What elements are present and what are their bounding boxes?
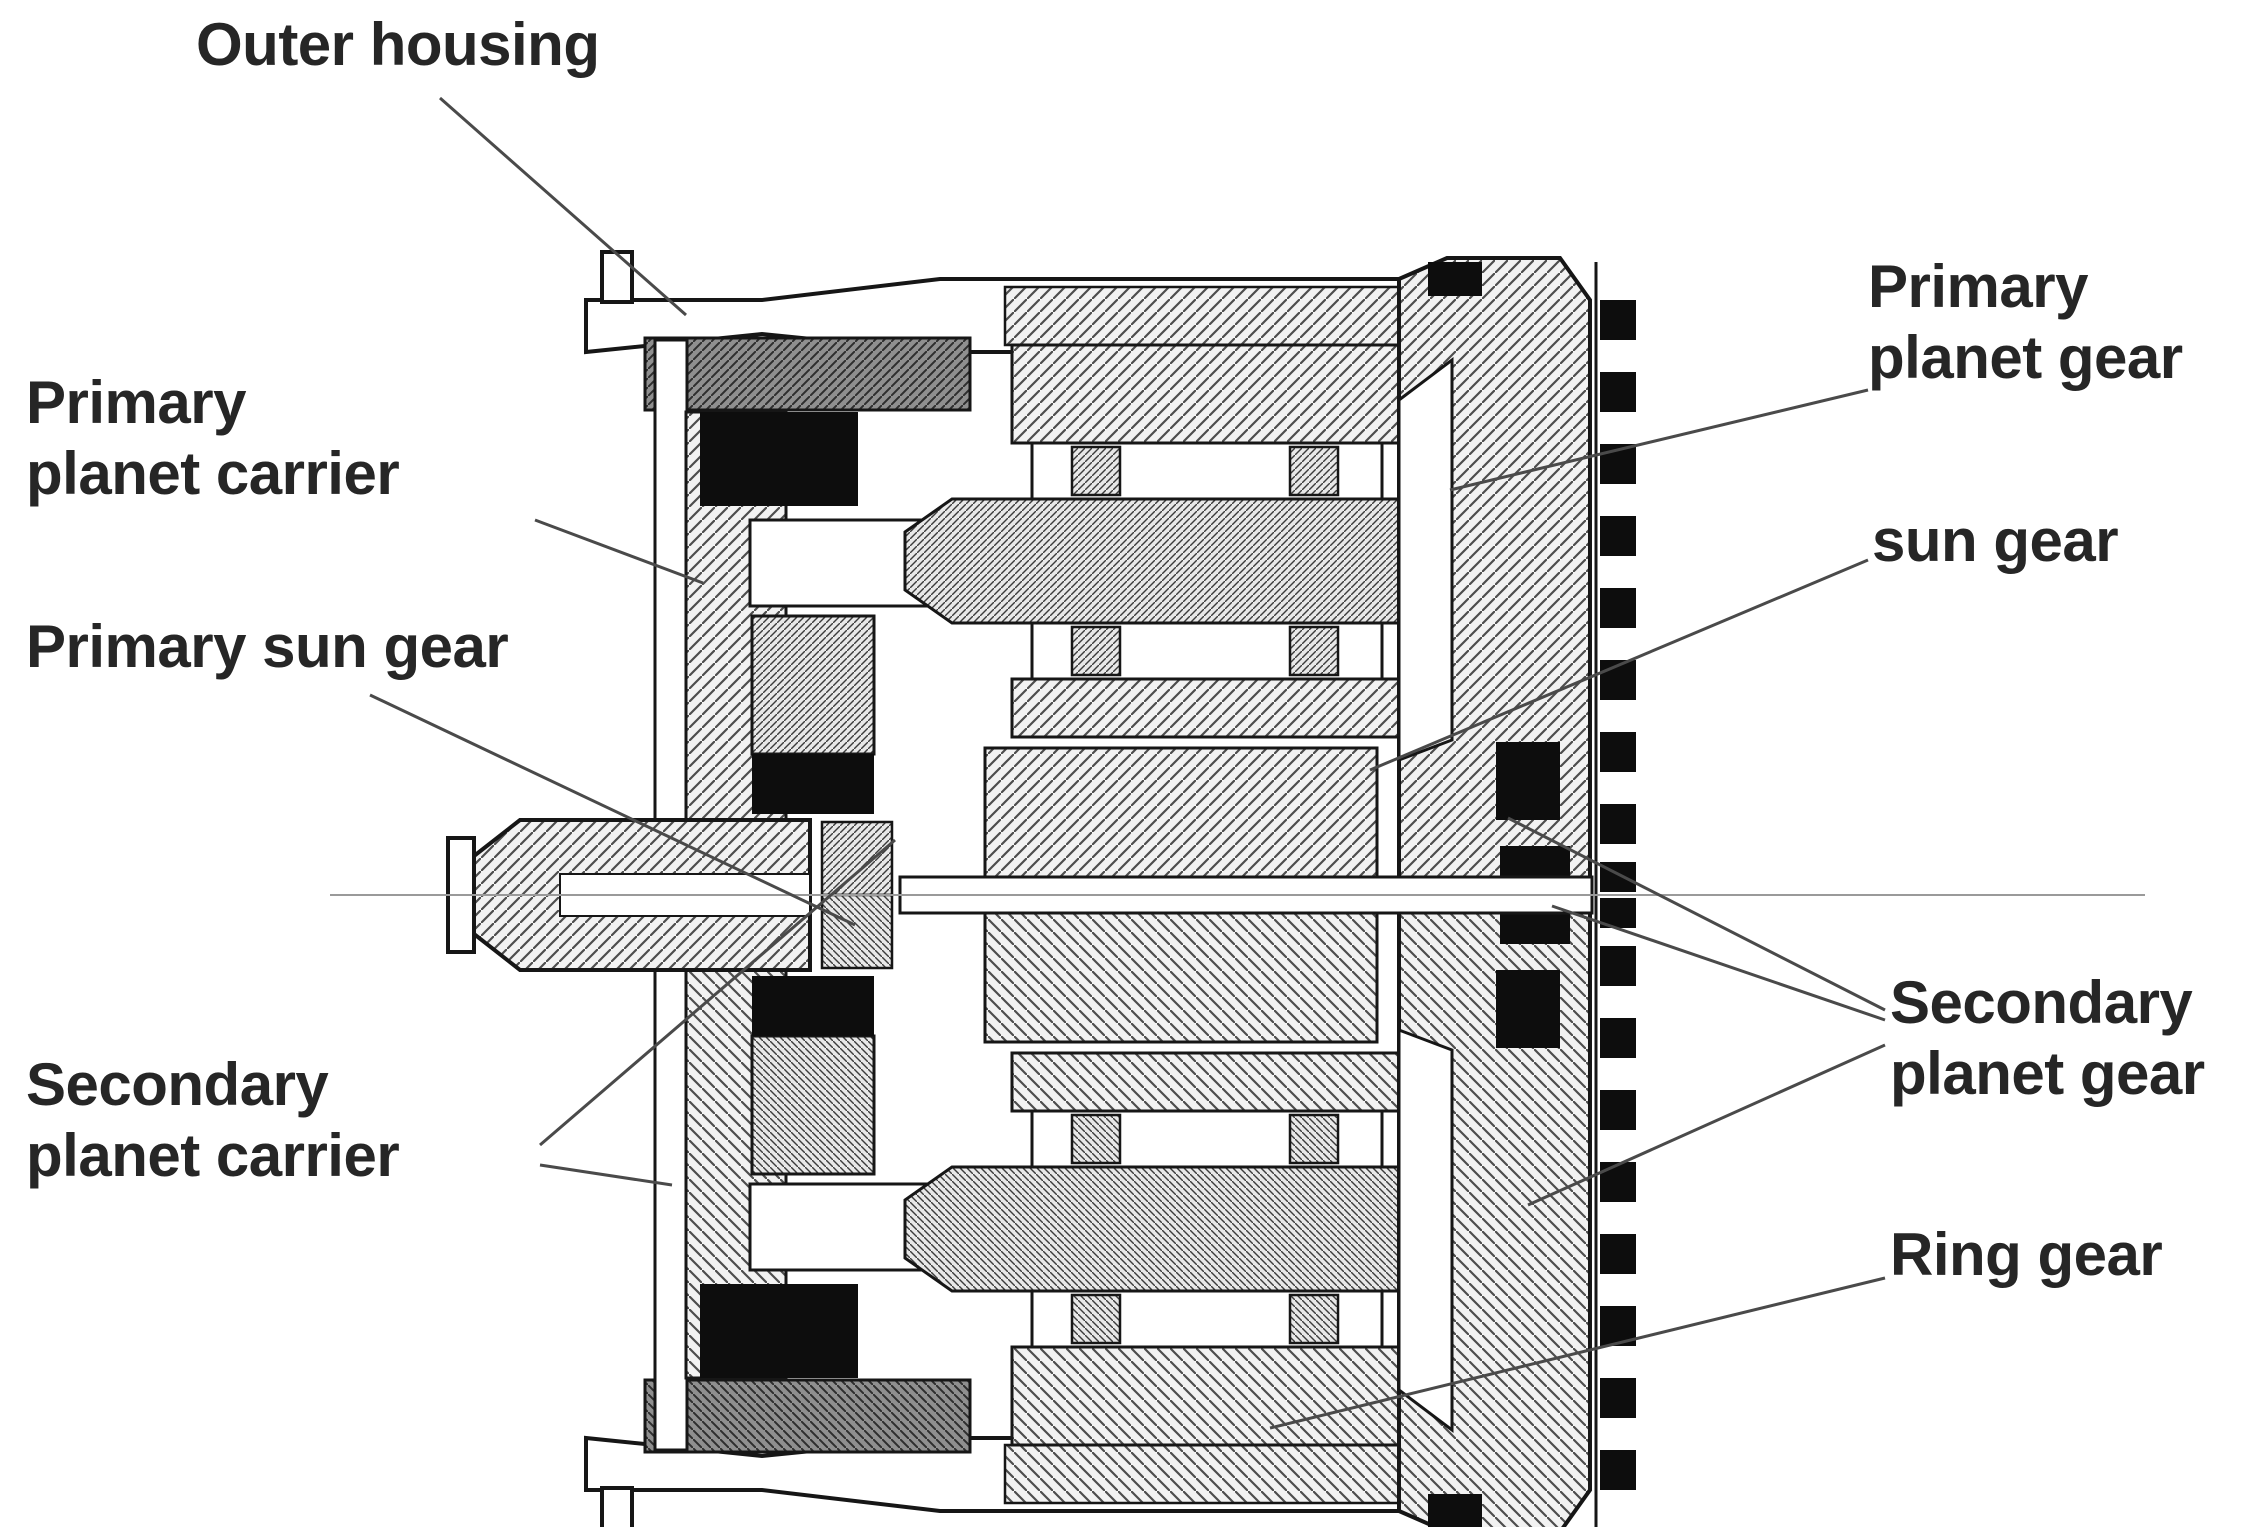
label-line: Primary (1868, 253, 2088, 320)
ring-gear-rim-band (1003, 285, 1401, 347)
label-line: sun gear (1872, 507, 2119, 574)
carrier-window (748, 518, 932, 608)
gearbox-lower-half (586, 895, 1636, 1527)
leader-lines (369, 96, 1886, 1430)
leader-secondary-planet-carrier-2 (539, 1163, 673, 1187)
planet-gear-inner-rim (1010, 677, 1401, 739)
leader-primary-planet-gear (1449, 388, 1869, 492)
carrier-outer-wall (653, 338, 689, 897)
label-line: planet gear (1868, 323, 2183, 391)
planet-gear-outer (1010, 343, 1401, 445)
leader-secondary-planet-gear-2 (1551, 904, 1886, 1022)
gearbox-upper-half (584, 250, 1636, 897)
leader-ring-gear (1269, 1276, 1886, 1430)
label-sun-gear: sun gear (1872, 506, 2119, 577)
hub-black-strip (752, 754, 874, 814)
leader-sun-gear (1369, 558, 1869, 772)
label-line: Ring gear (1890, 1221, 2163, 1288)
leader-secondary-planet-carrier-1 (539, 838, 896, 1147)
leader-primary-sun-gear (369, 693, 856, 927)
end-cap-recess (1397, 356, 1454, 763)
label-line: Secondary (1890, 969, 2193, 1036)
bearing-roller (1288, 625, 1340, 677)
label-line: Primary sun gear (26, 613, 509, 680)
label-primary-planet-gear: Primary planet gear (1868, 252, 2183, 394)
label-line: planet carrier (26, 1121, 400, 1189)
label-secondary-planet-carrier: Secondary planet carrier (26, 1050, 400, 1192)
label-outer-housing: Outer housing (196, 10, 600, 81)
spline-coupling (820, 820, 894, 897)
label-primary-planet-carrier: Primary planet carrier (26, 368, 400, 510)
bearing-roller (1070, 625, 1122, 677)
leader-outer-housing (439, 96, 687, 317)
label-line: planet gear (1890, 1039, 2205, 1107)
carrier-black-block (700, 412, 858, 506)
leader-secondary-planet-gear-1 (1507, 816, 1886, 1012)
label-line: Outer housing (196, 11, 600, 78)
label-primary-sun-gear: Primary sun gear (26, 612, 509, 683)
clutch-black-part (1496, 742, 1560, 820)
label-secondary-planet-gear: Secondary planet gear (1890, 968, 2205, 1110)
bearing-roller (1070, 445, 1122, 497)
leader-primary-planet-carrier (534, 518, 704, 585)
end-cap-black-corner (1428, 262, 1482, 296)
label-line: planet carrier (26, 439, 400, 507)
sun-gear-body (983, 746, 1379, 897)
housing-inner-slab (643, 336, 972, 412)
leader-secondary-planet-gear-3 (1527, 1043, 1886, 1207)
label-line: Primary (26, 369, 246, 436)
bearing-roller (1288, 445, 1340, 497)
label-line: Secondary (26, 1051, 329, 1118)
primary-sun-gear-hub (750, 614, 876, 756)
outer-housing-flange-tab (600, 250, 634, 304)
label-ring-gear: Ring gear (1890, 1220, 2163, 1291)
planet-shaft (903, 497, 1482, 625)
ring-gear-teeth (1600, 300, 1636, 892)
